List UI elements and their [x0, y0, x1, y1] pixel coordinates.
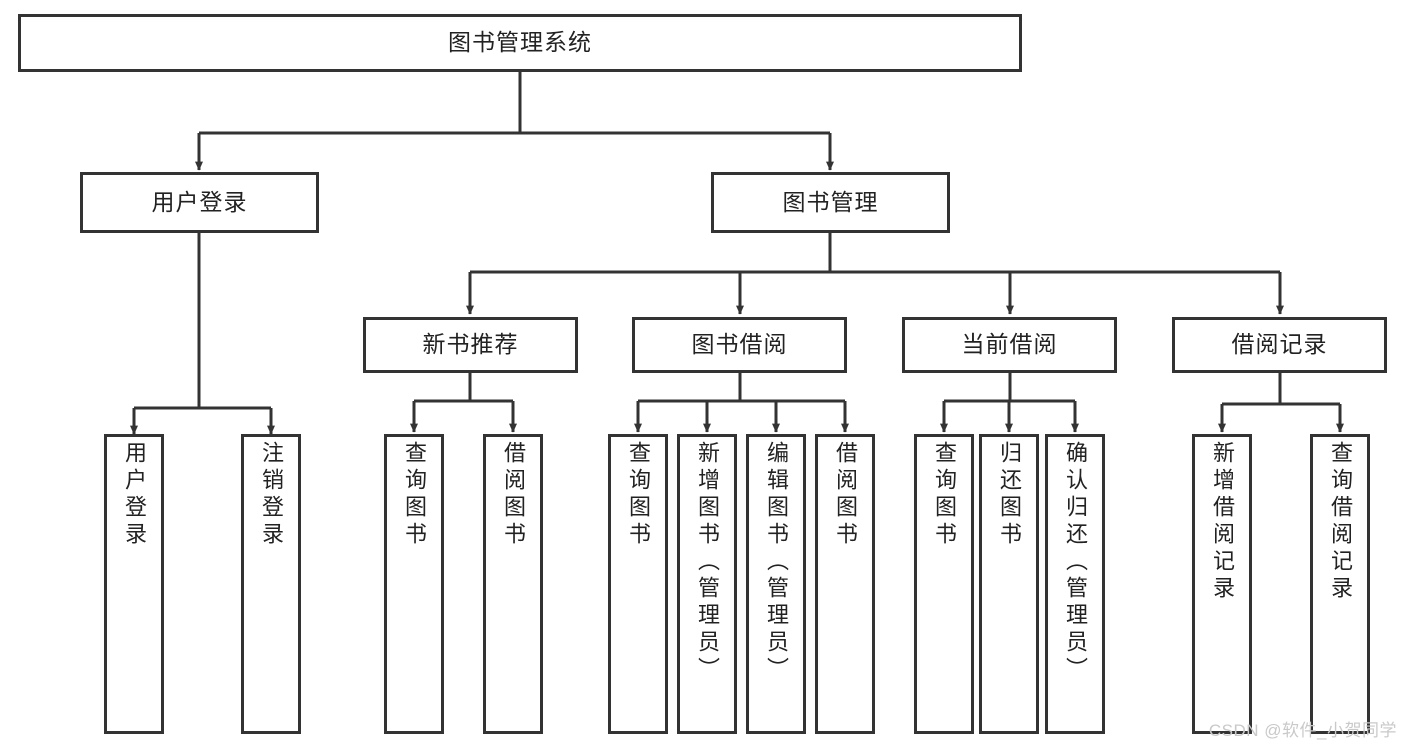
node-leaf-current-query-book-label: 查询图书: [932, 441, 957, 549]
node-leaf-return-book-label: 归还图书: [997, 441, 1022, 549]
node-root[interactable]: 图书管理系统: [18, 14, 1022, 72]
node-leaf-logout[interactable]: 注销登录: [241, 434, 301, 734]
node-leaf-add-book-admin[interactable]: 新增图书（管理员）: [677, 434, 737, 734]
node-root-label: 图书管理系统: [448, 29, 592, 56]
node-leaf-return-book[interactable]: 归还图书: [979, 434, 1039, 734]
node-leaf-confirm-return-admin[interactable]: 确认归还（管理员）: [1045, 434, 1105, 734]
csdn-watermark: CSDN @软件_小贺同学: [1208, 721, 1397, 740]
node-leaf-add-borrow-record-label: 新增借阅记录: [1210, 441, 1235, 603]
node-leaf-user-login[interactable]: 用户登录: [104, 434, 164, 734]
node-leaf-add-book-admin-label: 新增图书（管理员）: [695, 441, 720, 684]
node-book-manage[interactable]: 图书管理: [711, 172, 950, 233]
node-leaf-current-query-book[interactable]: 查询图书: [914, 434, 974, 734]
node-leaf-recommend-borrow-book-label: 借阅图书: [501, 441, 526, 549]
node-leaf-query-borrow-record-label: 查询借阅记录: [1328, 441, 1353, 603]
node-leaf-logout-label: 注销登录: [259, 441, 284, 549]
node-book-borrow[interactable]: 图书借阅: [632, 317, 847, 373]
node-leaf-recommend-borrow-book[interactable]: 借阅图书: [483, 434, 543, 734]
node-new-book-recommend[interactable]: 新书推荐: [363, 317, 578, 373]
node-leaf-borrow-book[interactable]: 借阅图书: [815, 434, 875, 734]
node-leaf-recommend-query-book-label: 查询图书: [402, 441, 427, 549]
node-leaf-borrow-book-label: 借阅图书: [833, 441, 858, 549]
node-user-login[interactable]: 用户登录: [80, 172, 319, 233]
node-leaf-recommend-query-book[interactable]: 查询图书: [384, 434, 444, 734]
node-leaf-edit-book-admin[interactable]: 编辑图书（管理员）: [746, 434, 806, 734]
node-leaf-borrow-query-book[interactable]: 查询图书: [608, 434, 668, 734]
node-leaf-query-borrow-record[interactable]: 查询借阅记录: [1310, 434, 1370, 734]
node-borrow-record[interactable]: 借阅记录: [1172, 317, 1387, 373]
node-book-manage-label: 图书管理: [782, 188, 879, 215]
node-user-login-label: 用户登录: [151, 188, 248, 215]
node-borrow-record-label: 借阅记录: [1231, 331, 1328, 358]
node-new-book-recommend-label: 新书推荐: [422, 331, 519, 358]
node-current-borrow-label: 当前借阅: [961, 331, 1058, 358]
node-current-borrow[interactable]: 当前借阅: [902, 317, 1117, 373]
node-book-borrow-label: 图书借阅: [691, 331, 788, 358]
node-leaf-edit-book-admin-label: 编辑图书（管理员）: [764, 441, 789, 684]
node-leaf-user-login-label: 用户登录: [122, 441, 147, 549]
node-leaf-borrow-query-book-label: 查询图书: [626, 441, 651, 549]
node-leaf-add-borrow-record[interactable]: 新增借阅记录: [1192, 434, 1252, 734]
node-leaf-confirm-return-admin-label: 确认归还（管理员）: [1063, 441, 1088, 684]
